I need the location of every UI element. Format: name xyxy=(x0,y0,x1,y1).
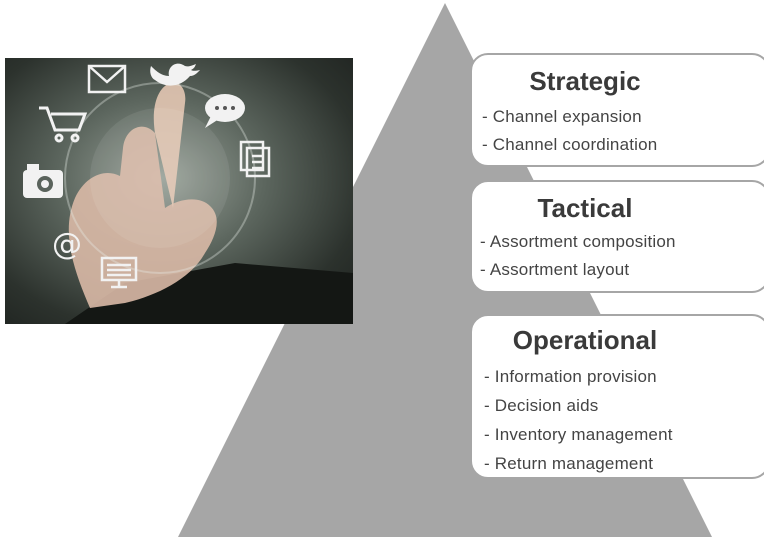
list-item: - Return management xyxy=(484,454,654,473)
list-item: - Decision aids xyxy=(484,396,599,415)
document-icon xyxy=(239,140,271,178)
shopping-cart-icon xyxy=(39,106,88,143)
tier-tactical: Tactical - Assortment composition - Asso… xyxy=(470,180,764,293)
tier-strategic: Strategic - Channel expansion - Channel … xyxy=(470,53,764,167)
svg-text:@: @ xyxy=(52,227,82,262)
monitor-icon xyxy=(100,256,138,289)
list-item: - Information provision xyxy=(484,367,657,386)
bird-icon xyxy=(150,63,200,86)
strategic-list: - Channel expansion - Channel coordinati… xyxy=(482,103,764,159)
list-item: - Assortment layout xyxy=(480,260,630,279)
tier-title-operational: Operational xyxy=(512,325,658,355)
tier-title-tactical: Tactical xyxy=(537,193,633,223)
tactical-list: - Assortment composition - Assortment la… xyxy=(480,228,764,284)
tier-operational: Operational - Information provision - De… xyxy=(470,314,764,479)
camera-icon xyxy=(23,164,63,198)
list-item: - Assortment composition xyxy=(480,232,676,251)
operational-list: - Information provision - Decision aids … xyxy=(484,362,764,478)
list-item: - Channel expansion xyxy=(482,107,642,126)
list-item: - Inventory management xyxy=(484,425,673,444)
mail-icon xyxy=(87,64,127,94)
at-sign-icon: @ xyxy=(52,227,82,262)
touch-screen-photo: @ xyxy=(5,58,353,324)
list-item: - Channel coordination xyxy=(482,135,658,154)
tier-title-strategic: Strategic xyxy=(529,66,641,96)
chat-bubble-icon xyxy=(205,94,245,128)
